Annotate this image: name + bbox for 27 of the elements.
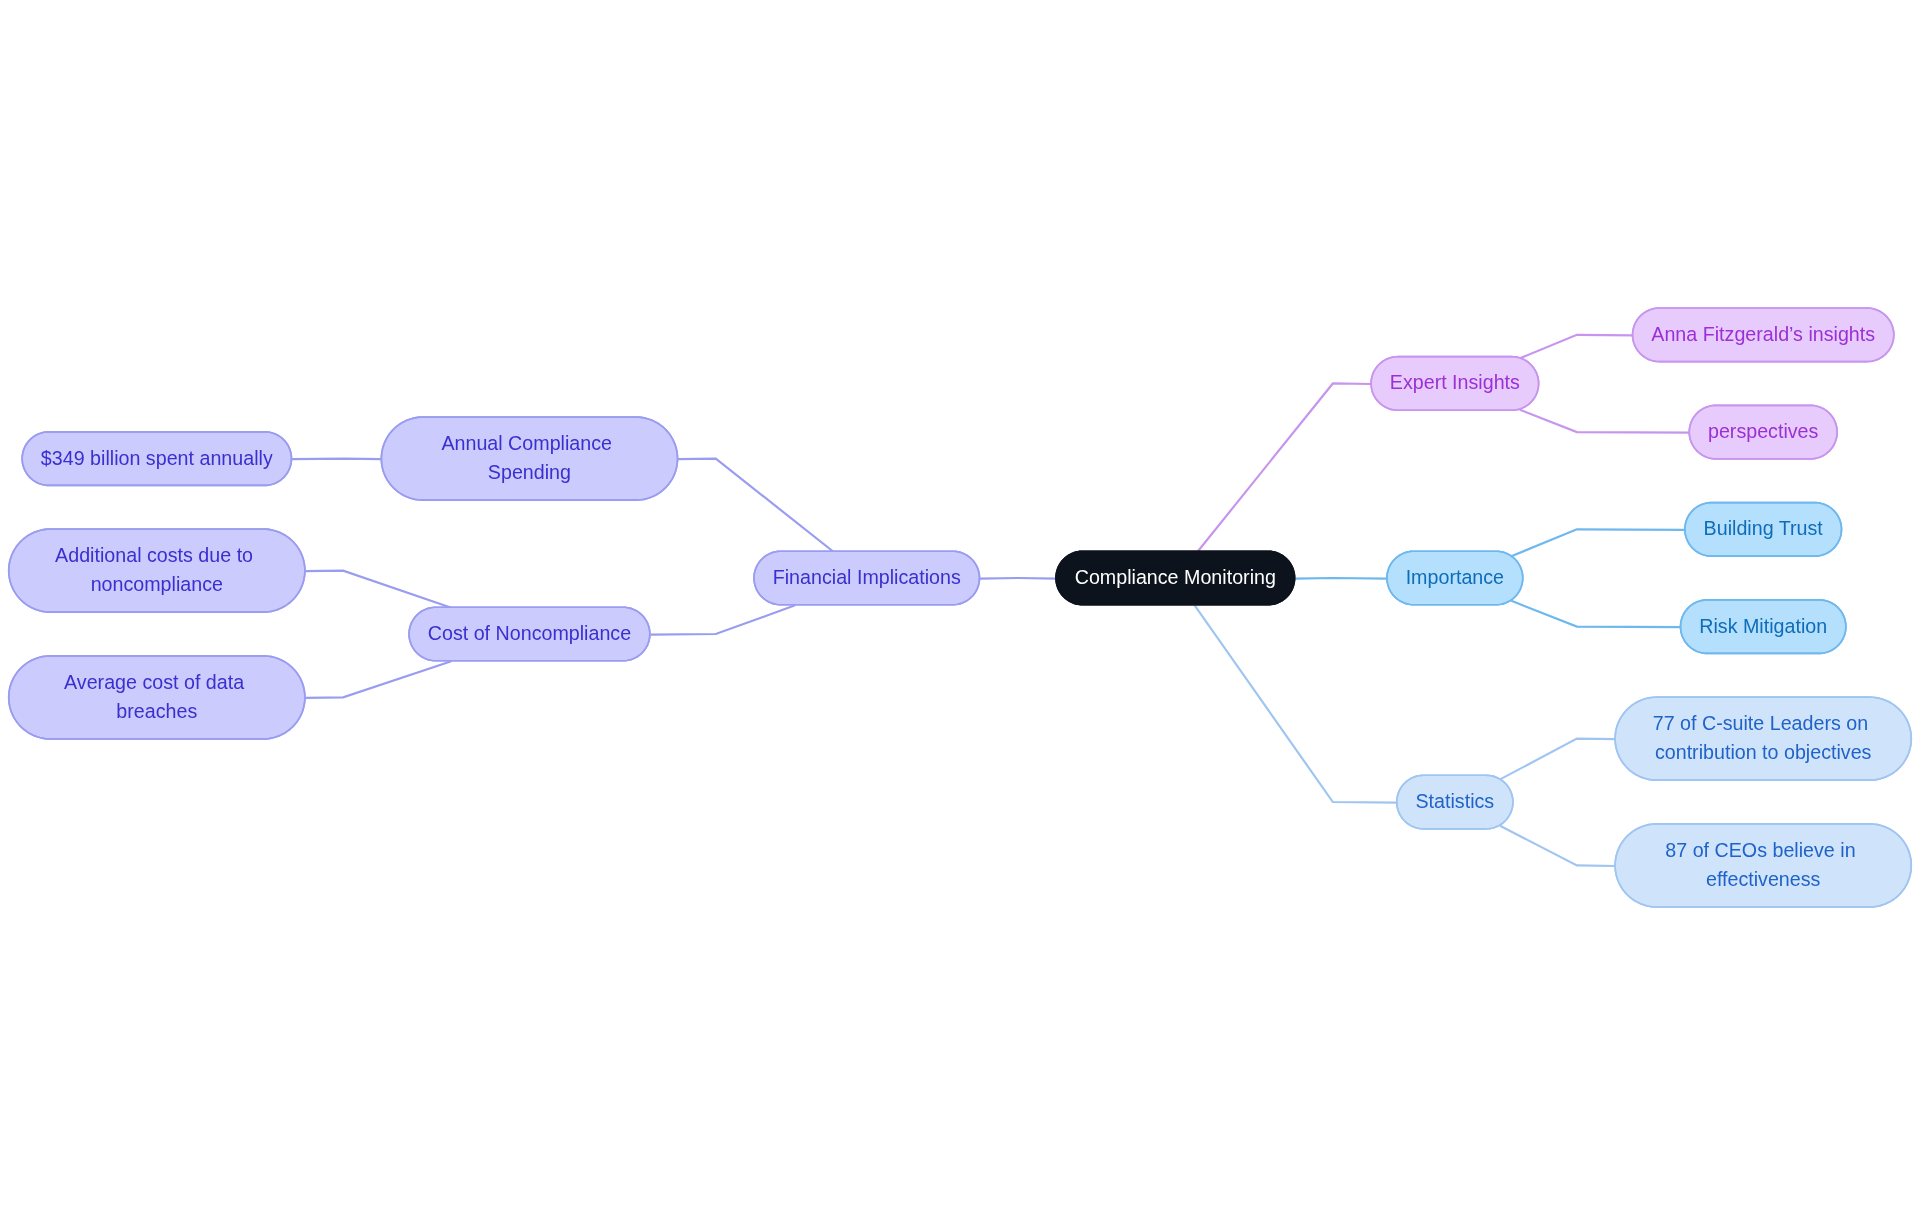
connector-line <box>650 604 796 636</box>
connector-line <box>1510 528 1686 558</box>
topic-node: Annual Compliance Spending <box>380 416 679 501</box>
topic-node: Average cost of data breaches <box>7 655 306 740</box>
connector-line <box>305 660 452 700</box>
topic-node: Statistics <box>1395 774 1514 830</box>
connector-line <box>1499 737 1616 781</box>
topic-node: Cost of Noncompliance <box>408 606 651 662</box>
topic-node: Expert Insights <box>1370 355 1540 412</box>
connector-line <box>678 457 835 553</box>
connector-line <box>1295 576 1388 580</box>
connector-line <box>1519 408 1690 434</box>
connector-line <box>1196 382 1372 553</box>
topic-node: Anna Fitzgerald’s insights <box>1631 307 1895 363</box>
topic-node: 77 of C-suite Leaders on contribution to objectives <box>1614 696 1913 781</box>
connector-line <box>980 576 1057 580</box>
connector-line <box>292 457 382 461</box>
topic-node: perspectives <box>1688 404 1838 460</box>
topic-node: Additional costs due to noncompliance <box>7 528 306 613</box>
central-topic-node: Compliance Monitoring <box>1055 550 1296 606</box>
topic-node: Importance <box>1386 550 1524 606</box>
connector-line <box>1499 824 1616 868</box>
topic-node: $349 billion spent annually <box>21 431 293 487</box>
topic-node: 87 of CEOs believe in effectiveness <box>1614 823 1913 908</box>
topic-node: Building Trust <box>1684 501 1843 557</box>
topic-node: Financial Implications <box>753 550 981 606</box>
topic-node: Risk Mitigation <box>1679 599 1847 655</box>
